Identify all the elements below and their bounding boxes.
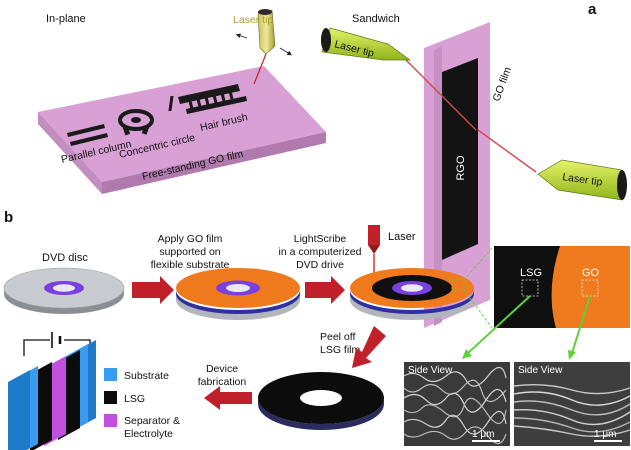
sandwich-title: Sandwich <box>352 13 400 25</box>
panel-a-label: a <box>588 1 597 18</box>
laser-tip-left-icon <box>321 27 412 61</box>
freestanding-go-film-slab <box>38 66 326 194</box>
peel-step-line-1: Peel off <box>320 331 355 343</box>
legend-swatch-substrate <box>104 368 117 381</box>
dvd-disc-label: DVD disc <box>42 252 88 264</box>
lightscribe-step-line-1: LightScribe <box>294 233 347 245</box>
arrow-peel <box>352 326 386 368</box>
peel-step-line-2: LSG film <box>320 344 361 356</box>
sem-left-scale: 1 μm <box>472 429 494 440</box>
concentric-circle-pattern <box>118 109 154 136</box>
laser-tip-right-label: Laser tip <box>562 171 604 189</box>
zoom-panel-lsg-go <box>494 246 630 328</box>
laser-label: Laser <box>388 231 416 243</box>
legend-swatch-lsg <box>104 391 117 404</box>
laser-beam-right <box>477 129 537 173</box>
panel-b-label: b <box>4 209 13 226</box>
sem-left-title: Side View <box>408 365 453 376</box>
laser-tip-right-icon <box>537 159 627 201</box>
laser-tip-vertical-icon <box>235 9 293 85</box>
green-arrow-lsg <box>467 295 531 354</box>
legend <box>104 368 117 427</box>
legend-substrate-label: Substrate <box>124 370 169 382</box>
lsg-zoom-label: LSG <box>520 267 542 279</box>
zoom-line-bottom <box>463 289 493 329</box>
sem-right-scale: 1 μm <box>594 429 616 440</box>
go-film-vertical-slab <box>424 22 490 328</box>
arrow-step-1 <box>132 276 174 304</box>
lsg-film-ring <box>258 372 384 430</box>
hair-brush-pattern <box>168 84 247 114</box>
apply-step-line-3: flexible substrate <box>151 259 230 271</box>
lsg-patterned-disc <box>350 268 474 320</box>
sem-right-title: Side View <box>518 365 563 376</box>
sem-image-lsg <box>403 362 510 446</box>
device-step-line-1: Device <box>206 363 238 375</box>
legend-separator-label-2: Electrolyte <box>124 428 173 440</box>
in-plane-title: In-plane <box>46 13 86 25</box>
device-step-line-2: fabrication <box>198 376 247 388</box>
sem-image-go <box>513 362 631 446</box>
arrow-step-2 <box>305 276 345 304</box>
rgo-label: RGO <box>455 155 467 181</box>
supercapacitor-device <box>8 332 96 450</box>
green-arrow-go <box>571 295 591 354</box>
apply-step-line-2: supported on <box>159 246 220 258</box>
arrow-device <box>204 386 252 410</box>
laser-beam-left <box>405 59 477 131</box>
go-zoom-label: GO <box>582 267 600 279</box>
lightscribe-step-line-3: DVD drive <box>296 259 344 271</box>
legend-lsg-label: LSG <box>124 393 145 405</box>
go-film-label: GO film <box>491 65 515 103</box>
parallel-column-pattern <box>67 124 108 146</box>
apply-step-line-1: Apply GO film <box>158 233 223 245</box>
dvd-disc <box>3 267 125 314</box>
legend-separator-label-1: Separator & <box>124 415 180 427</box>
zoom-line-top <box>463 247 493 281</box>
legend-swatch-separator <box>104 414 117 427</box>
lightscribe-step-line-2: in a computerized <box>279 246 362 258</box>
go-coated-disc <box>176 268 300 320</box>
laser-tip-label-inplane: Laser tip <box>233 14 273 26</box>
